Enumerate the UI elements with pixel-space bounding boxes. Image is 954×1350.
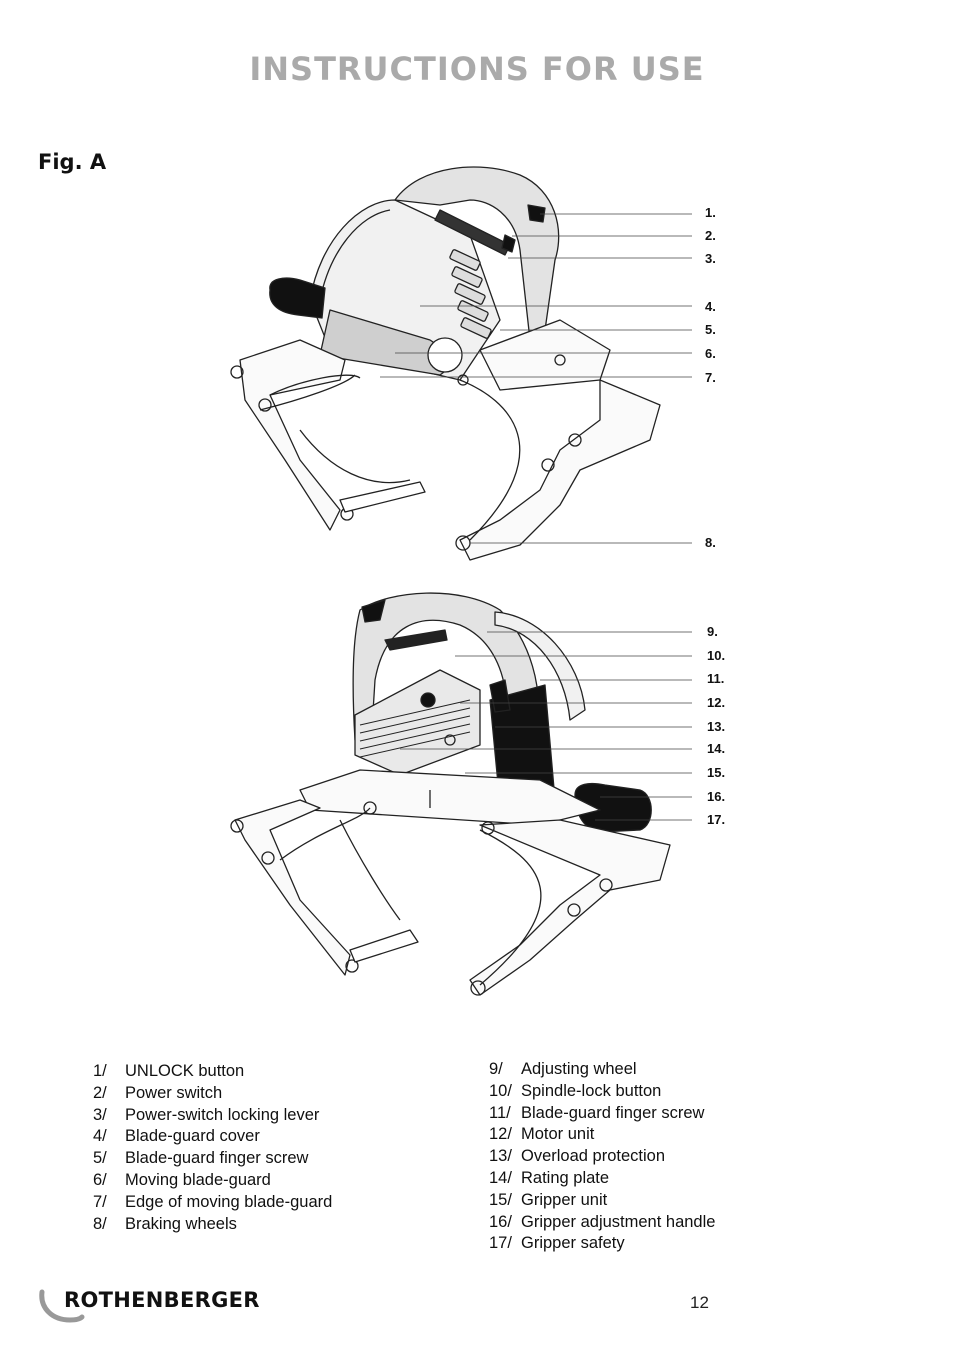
legend-item: 14/Rating plate xyxy=(489,1168,610,1187)
legend-right: 9/Adjusting wheel 10/Spindle-lock button… xyxy=(489,1059,715,1255)
legend-item: 11/Blade-guard finger screw xyxy=(489,1103,705,1122)
callout-label: 15. xyxy=(707,765,726,780)
callout-label: 5. xyxy=(705,322,716,337)
callout-label: 4. xyxy=(705,299,716,314)
figure-label: Fig. A xyxy=(38,150,107,174)
saw-illustration xyxy=(230,166,692,996)
brand-swoosh-icon xyxy=(39,1289,85,1323)
callout-label: 11. xyxy=(707,671,725,686)
callout-label: 8. xyxy=(705,535,716,550)
callout-label: 17. xyxy=(707,812,726,827)
brand-name: ROTHENBERGER xyxy=(64,1288,260,1312)
legend-item: 15/Gripper unit xyxy=(489,1190,608,1209)
legend-item: 3/Power-switch locking lever xyxy=(93,1105,320,1124)
callout-label: 13. xyxy=(707,719,726,734)
bottom-saw-drawing xyxy=(230,592,671,996)
legend-item: 17/Gripper safety xyxy=(489,1234,625,1253)
page-number: 12 xyxy=(690,1293,709,1312)
legend-left: 1/UNLOCK button 2/Power switch 3/Power-s… xyxy=(93,1061,332,1235)
top-saw-drawing xyxy=(230,166,661,561)
callout-label: 6. xyxy=(705,346,716,361)
legend-item: 1/UNLOCK button xyxy=(93,1062,245,1080)
page-title: INSTRUCTIONS FOR USE xyxy=(249,50,705,88)
brand-logo: ROTHENBERGER xyxy=(38,1286,278,1326)
callout-label: 9. xyxy=(707,624,718,639)
legend-item: 4/Blade-guard cover xyxy=(93,1127,260,1146)
callout-label: 3. xyxy=(705,251,716,266)
callout-label: 2. xyxy=(705,228,716,243)
legend-item: 5/Blade-guard finger screw xyxy=(93,1149,309,1168)
callout-label: 16. xyxy=(707,789,726,804)
callout-label: 10. xyxy=(707,648,726,663)
legend-item: 6/Moving blade-guard xyxy=(93,1170,271,1189)
legend-item: 9/Adjusting wheel xyxy=(489,1060,637,1078)
legend-item: 12/Motor unit xyxy=(489,1125,595,1144)
legend-item: 10/Spindle-lock button xyxy=(489,1081,662,1100)
callout-label: 12. xyxy=(707,695,726,710)
legend-item: 2/Power switch xyxy=(93,1083,223,1102)
callout-label: 1. xyxy=(705,205,716,220)
callout-label: 7. xyxy=(705,370,716,385)
legend-item: 13/Overload protection xyxy=(489,1147,665,1166)
legend-item: 8/Braking wheels xyxy=(93,1214,237,1233)
legend-item: 7/Edge of moving blade-guard xyxy=(93,1192,333,1211)
callout-label: 14. xyxy=(707,741,726,756)
legend-item: 16/Gripper adjustment handle xyxy=(489,1212,716,1231)
